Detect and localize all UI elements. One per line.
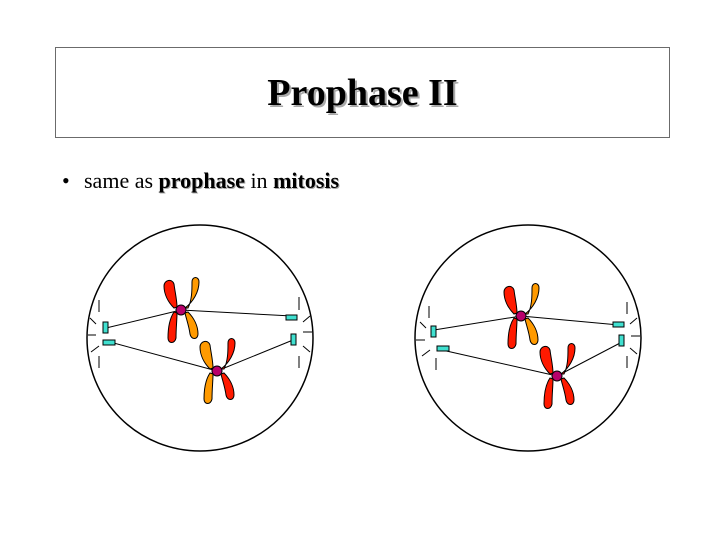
right-cell-membrane bbox=[415, 225, 641, 451]
left-centromere-2 bbox=[212, 366, 222, 376]
right-chromosome-2 bbox=[540, 344, 575, 409]
left-centromere-1 bbox=[176, 305, 186, 315]
left-aster-right bbox=[299, 297, 312, 368]
right-aster-left bbox=[416, 306, 436, 370]
right-centromere-2 bbox=[552, 371, 562, 381]
left-centrosome-left bbox=[103, 322, 115, 345]
left-cell bbox=[87, 225, 313, 451]
left-chromosome-1 bbox=[164, 278, 199, 343]
left-aster-left bbox=[88, 300, 99, 368]
right-centrosome-right bbox=[613, 322, 624, 346]
right-chromosome-1 bbox=[504, 284, 539, 349]
right-centrosome-left bbox=[431, 326, 449, 351]
left-chromosome-2 bbox=[200, 339, 235, 404]
left-spindle-fibers bbox=[106, 310, 293, 371]
right-centromere-1 bbox=[516, 311, 526, 321]
left-cell-membrane bbox=[87, 225, 313, 451]
right-cell bbox=[415, 225, 641, 451]
left-centrosome-right bbox=[286, 315, 297, 345]
